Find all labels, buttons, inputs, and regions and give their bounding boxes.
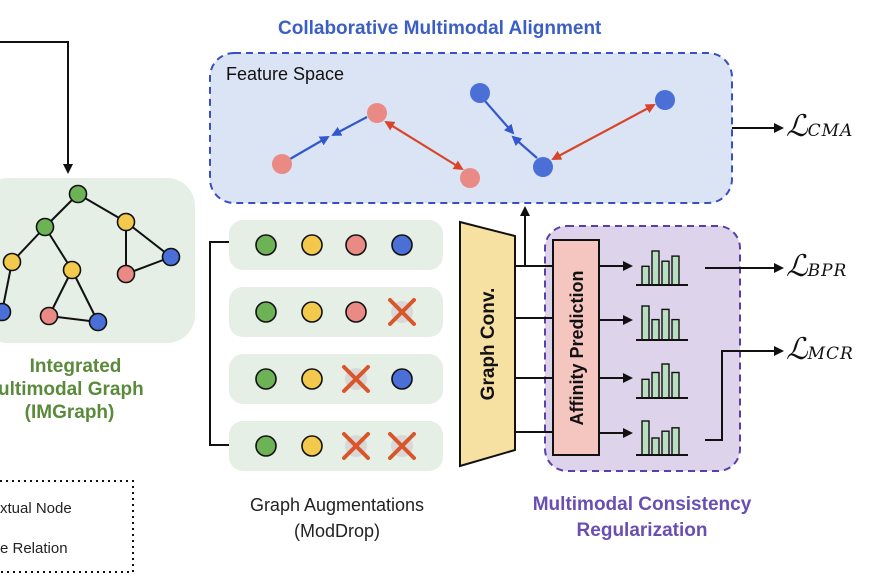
feature-space-label: Feature Space <box>226 64 345 84</box>
histogram-bar <box>641 265 650 286</box>
augment-row <box>229 354 443 404</box>
feature-point <box>272 154 292 174</box>
feature-point <box>367 103 387 123</box>
cross-icon <box>388 432 416 460</box>
graph-node <box>0 302 12 322</box>
augment-row-bg <box>229 354 443 404</box>
histogram-bar <box>671 371 680 399</box>
feature-point <box>460 168 480 188</box>
histogram-bar <box>641 305 650 341</box>
histogram-bar <box>641 378 650 399</box>
graph-node <box>88 312 108 332</box>
mcr-title-line1: Multimodal Consistency <box>532 494 752 515</box>
imgraph-nodes <box>0 184 181 332</box>
loss-arrows <box>705 123 784 441</box>
augment-row <box>229 220 443 270</box>
loss-mcr-symbol: ℒ <box>786 332 808 367</box>
imgraph-title-line2: ultimodal Graph <box>0 379 144 400</box>
mcr-title-line2: Regularization <box>576 520 708 541</box>
feature-arrows <box>289 100 656 171</box>
imgraph-title-line1: Integrated <box>29 356 122 377</box>
graph-node <box>62 260 82 280</box>
feature-point <box>655 90 675 110</box>
graph-node <box>161 247 181 267</box>
augment-node <box>301 234 323 256</box>
graph-node <box>2 252 22 272</box>
loss-mcr: ℒMCR <box>786 332 854 367</box>
histogram-bar <box>651 250 660 286</box>
histogram-bar <box>661 363 670 399</box>
feature-point <box>470 83 490 103</box>
histogram <box>636 420 688 456</box>
histogram-bar <box>671 318 680 341</box>
histogram-bar <box>671 427 680 456</box>
affinity-prediction-label: Affinity Prediction <box>567 270 587 425</box>
augment-node <box>391 234 413 256</box>
augment-node <box>255 435 277 457</box>
feature-points <box>272 83 675 188</box>
loss-cma-symbol: ℒ <box>786 109 808 144</box>
graph-node <box>116 212 136 232</box>
histogram-bar <box>651 371 660 399</box>
graph-node <box>35 217 55 237</box>
graph-conv-label: Graph Conv. <box>478 288 499 401</box>
loss-cma-subscript: CMA <box>807 121 854 141</box>
loss-bpr-symbol: ℒ <box>786 249 808 284</box>
graph-conv-block <box>459 220 516 468</box>
augment-rows <box>229 220 443 471</box>
cross-icon <box>342 432 370 460</box>
histogram-bar <box>641 420 650 456</box>
histogram <box>636 363 688 399</box>
histogram-bar <box>661 430 670 456</box>
input-connector-arrow <box>0 41 73 174</box>
cross-icon <box>342 365 370 393</box>
augment-node <box>255 301 277 323</box>
augment-title-line2: (ModDrop) <box>293 521 381 541</box>
affinity-output-arrows <box>599 261 633 438</box>
loss-cma: ℒCMA <box>786 109 853 144</box>
imgraph-title: Integrated ultimodal Graph (IMGraph) <box>0 355 144 424</box>
histogram-bar <box>671 255 680 286</box>
conv-output-lines <box>515 206 553 433</box>
loss-mcr-subscript: MCR <box>807 344 854 364</box>
augment-node <box>301 368 323 390</box>
augment-brace <box>209 241 230 446</box>
histogram-bar <box>651 437 660 456</box>
graph-node <box>116 264 136 284</box>
histogram-bar <box>661 308 670 341</box>
affinity-prediction-block <box>552 239 600 456</box>
histogram-bar <box>651 318 660 341</box>
augment-node <box>301 435 323 457</box>
augment-node <box>391 368 413 390</box>
augment-node <box>301 301 323 323</box>
feature-point <box>533 157 553 177</box>
loss-bpr-subscript: BPR <box>807 261 848 281</box>
imgraph-title-line3: (IMGraph) <box>24 402 115 423</box>
legend-box <box>0 480 134 573</box>
histogram <box>636 250 688 286</box>
augment-title-line1: Graph Augmentations <box>249 495 425 515</box>
histogram <box>636 305 688 341</box>
legend-item-2: e Relation <box>0 540 68 557</box>
augment-node <box>345 301 367 323</box>
augment-title: Graph Augmentations (ModDrop) <box>222 492 452 544</box>
histograms <box>636 250 688 456</box>
augment-row-bg <box>229 220 443 270</box>
legend-item-1: xtual Node <box>0 500 72 517</box>
augment-row <box>229 287 443 337</box>
augment-node <box>255 368 277 390</box>
cma-title: Collaborative Multimodal Alignment <box>278 18 602 39</box>
graph-node <box>68 184 88 204</box>
graph-node <box>39 306 59 326</box>
histogram-bar <box>661 260 670 286</box>
cross-icon <box>388 298 416 326</box>
loss-bpr: ℒBPR <box>786 249 847 284</box>
mcr-title: Multimodal Consistency Regularization <box>492 492 792 544</box>
feature-space-panel <box>209 52 733 204</box>
augment-node <box>255 234 277 256</box>
augment-row <box>229 421 443 471</box>
augment-node <box>345 234 367 256</box>
